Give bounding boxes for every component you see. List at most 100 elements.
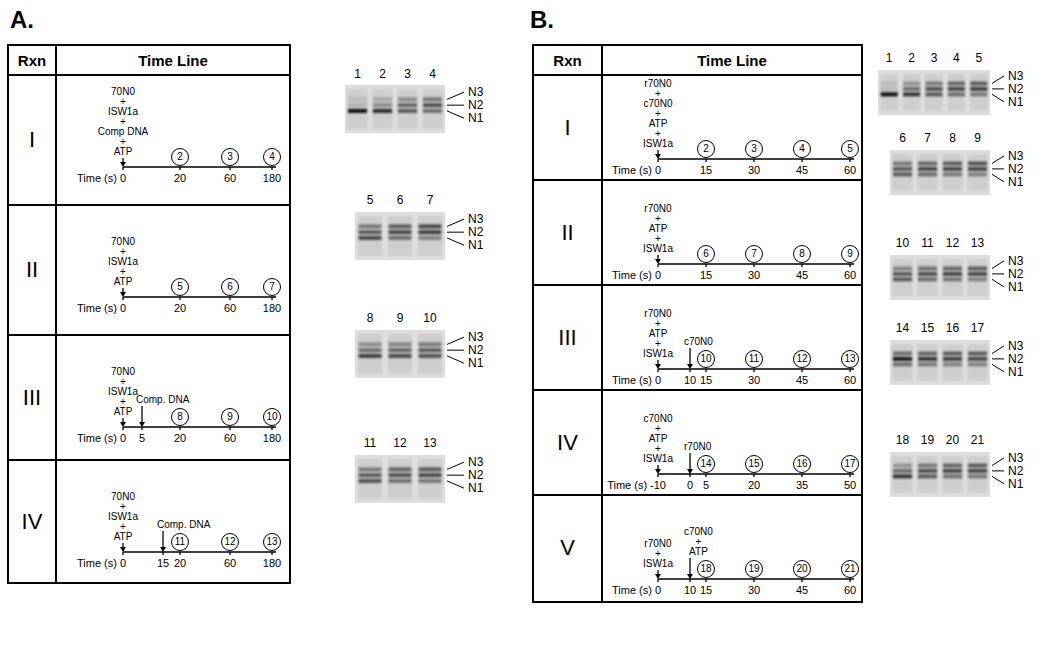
gel-band: [970, 92, 987, 96]
band-label: N2: [468, 469, 483, 481]
gel-band: [893, 352, 912, 356]
lane-number: 5: [367, 194, 374, 206]
reagent-stack: r70N0+ATP+ISW1a: [643, 204, 673, 254]
gel-band: [968, 167, 987, 171]
lane-number: 10: [423, 312, 436, 324]
reagent-text: r70N0: [643, 309, 673, 319]
gel-lane: [893, 154, 913, 191]
gel-band: [943, 469, 962, 473]
leader-line: [447, 219, 464, 226]
lane-number: 12: [946, 237, 959, 249]
gel-band: [373, 109, 392, 113]
tick-label: 0: [120, 433, 126, 444]
gel-band: [893, 362, 912, 366]
gel-band: [398, 97, 417, 101]
gel-lane: [388, 459, 412, 499]
tick-label: 20: [748, 480, 760, 491]
axis-title: Time (s): [607, 480, 647, 491]
gel-band: [918, 352, 937, 356]
lane-number: 11: [364, 437, 376, 449]
lane-circle: 17: [841, 455, 859, 473]
gel-band: [893, 464, 912, 468]
tick-label: 45: [796, 165, 808, 176]
gel-band: [359, 473, 382, 477]
circle-number: 6: [227, 282, 233, 292]
leader-line: [447, 92, 464, 99]
leader-line: [992, 156, 1004, 164]
lane-circle: 2: [697, 140, 715, 158]
lane-circle: 18: [697, 560, 715, 578]
leader-line: [447, 232, 464, 233]
reaction-numeral: I: [29, 129, 35, 151]
gel-lane: [893, 456, 913, 493]
gel-band: [423, 103, 442, 107]
lane-circle: 8: [793, 245, 811, 263]
tick-label: 0: [120, 173, 126, 184]
gel-band: [389, 342, 412, 346]
circle-number: 15: [748, 459, 759, 469]
leader-line: [447, 462, 464, 469]
reagent-text: ATP: [108, 407, 138, 417]
gel-lane: [968, 259, 988, 296]
reaction-numeral: II: [26, 259, 38, 281]
band-label: N2: [468, 226, 483, 238]
gel-band: [948, 82, 965, 86]
band-label: N1: [468, 482, 483, 494]
leader-line: [447, 105, 464, 106]
reagent-text: +: [98, 117, 149, 127]
table-rule: [8, 459, 290, 461]
lane-number: 21: [971, 434, 984, 446]
gel-band: [918, 474, 937, 478]
leader-line: [992, 88, 1004, 89]
gel-band: [943, 162, 962, 166]
gel-band: [398, 109, 417, 113]
tick-label: 10: [684, 375, 696, 386]
reagent-text: ISW1a: [643, 349, 673, 359]
tick-label: 0: [687, 480, 693, 491]
reagent-text: ATP: [643, 434, 673, 444]
axis-title: Time (s): [612, 585, 652, 596]
tick-label: 15: [157, 558, 169, 569]
reagent-text: ATP: [643, 224, 673, 234]
band-label: N3: [468, 456, 483, 468]
gel-band: [359, 230, 382, 234]
reagent-text: c70N0: [643, 414, 673, 424]
time-axis: [123, 426, 276, 428]
gel-band: [893, 267, 912, 271]
reagent-stack: 70N0+ISW1a+ATP: [108, 237, 138, 287]
band-label: N1: [1008, 176, 1023, 188]
gel-band: [359, 236, 382, 240]
tick-label: 20: [174, 173, 186, 184]
lane-number: 16: [946, 322, 959, 334]
reagent-stack: c70N0+ATP: [684, 527, 713, 557]
gel-band: [943, 172, 962, 176]
tick-label: 60: [844, 375, 856, 386]
gel-band: [359, 479, 382, 483]
circle-number: 14: [700, 459, 711, 469]
gel-lane: [388, 216, 412, 256]
table-rule: [533, 179, 862, 181]
leader-line: [992, 364, 1004, 372]
leader-line: [447, 337, 464, 344]
reagent-text: Comp. DNA: [136, 395, 189, 405]
gel-lane: [348, 89, 368, 129]
lane-circle: 4: [263, 148, 281, 166]
gel-lane: [947, 74, 965, 111]
circle-number: 2: [703, 144, 709, 154]
gel-lane: [968, 344, 988, 381]
reagent-arrow: [689, 348, 690, 365]
time-axis: [658, 473, 854, 475]
lane-circle: 3: [745, 140, 763, 158]
band-label: N3: [1008, 150, 1023, 162]
lane-circle: 2: [171, 148, 189, 166]
reagent-text: r70N0: [643, 539, 673, 549]
gel-band: [893, 167, 912, 171]
gel-image: [890, 340, 990, 385]
band-label: N3: [1008, 340, 1023, 352]
circle-number: 18: [700, 564, 711, 574]
panel-letter: A.: [10, 8, 34, 32]
column-header: Rxn: [553, 53, 581, 68]
circle-number: 11: [749, 354, 759, 364]
gel-band: [918, 362, 937, 366]
tick-label: 180: [263, 303, 281, 314]
